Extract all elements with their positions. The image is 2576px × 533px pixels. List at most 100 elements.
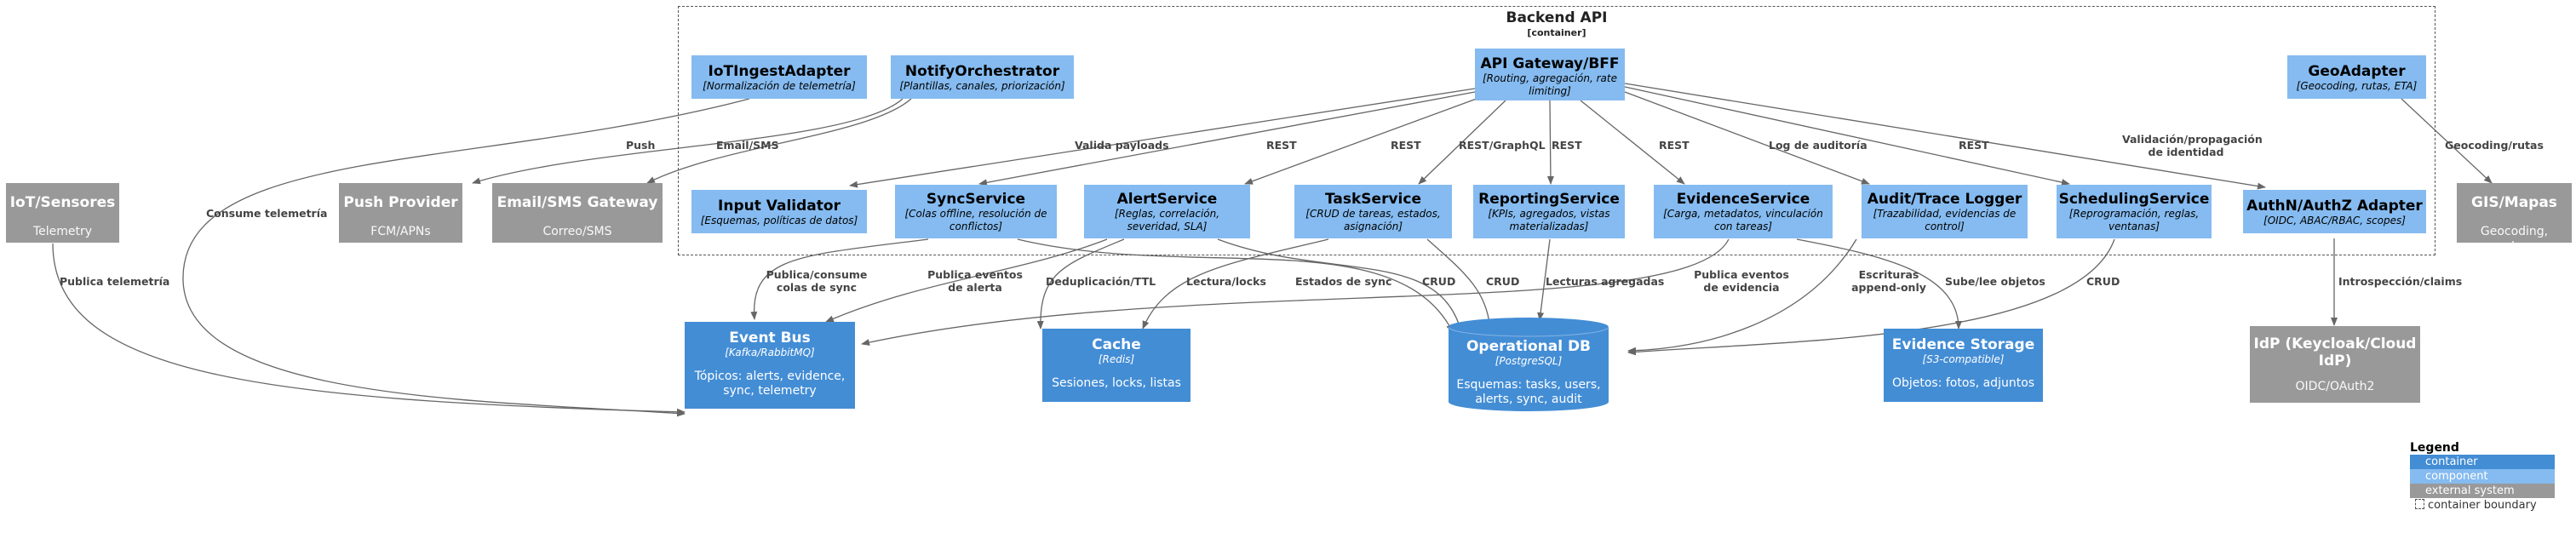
evidence-storage-node[interactable]: Evidence Storage [S3-compatible] Objetos… [1884,329,2043,402]
edge-label: Publica telemetría [60,275,170,288]
node-title: TaskService [1325,191,1421,208]
node-tech: [Redis] [1098,353,1135,365]
edge-notify-push [472,98,904,185]
edge-iot-eventbus [52,243,686,416]
node-title: GIS/Mapas [2471,194,2557,211]
edge-iotingest-eventbus [182,98,750,417]
node-tech: [Routing, agregación, rate limiting] [1483,72,1617,97]
edge-label: REST [1266,139,1297,152]
edge-label: Lecturas agregadas [1546,275,1665,288]
edge-label: Geocoding/rutas [2445,139,2544,152]
edge-label: REST [1659,139,1690,152]
backend-api-boundary: Backend API [container] [678,6,2435,255]
edge-label: Lectura/locks [1186,275,1266,288]
node-title: Evidence Storage [1891,336,2035,353]
edge-label: Sube/lee objetos [1945,275,2045,288]
edge-task-opdb [1426,238,1493,330]
legend-title: Legend [2410,441,2459,455]
cache-node[interactable]: Cache [Redis] Sesiones, locks, listas [1042,329,1190,402]
push-provider-node[interactable]: Push Provider FCM/APNs [339,183,462,243]
node-desc: Geocoding, rutas [2480,225,2549,253]
node-tech: [Kafka/RabbitMQ] [725,347,815,358]
node-desc: Sesiones, locks, listas [1052,376,1181,390]
node-tech: [Plantillas, canales, priorización] [899,80,1065,92]
scheduling-service-node[interactable]: SchedulingService [Reprogramación, regla… [2057,185,2212,238]
edge-alert-cache [1036,238,1125,330]
node-desc: Telemetry [32,225,93,238]
reporting-service-node[interactable]: ReportingService [KPIs, agregados, vista… [1473,185,1625,238]
api-gateway-node[interactable]: API Gateway/BFF [Routing, agregación, ra… [1475,49,1625,100]
edge-gw-sync [978,91,1476,186]
edge-label: Estados de sync [1295,275,1392,288]
node-title: Operational DB [1466,338,1592,355]
operational-db-node[interactable]: Operational DB [PostgreSQL] Esquemas: ta… [1448,317,1609,412]
edge-gw-scheduling [1624,86,2070,186]
sync-service-node[interactable]: SyncService [Colas offline, resolución d… [895,185,1057,238]
audit-trace-logger-node[interactable]: Audit/Trace Logger [Trazabilidad, eviden… [1862,185,2028,238]
iot-ingest-adapter-node[interactable]: IoTIngestAdapter [Normalización de telem… [691,55,867,99]
node-title: SyncService [926,191,1026,208]
node-title: SchedulingService [2058,191,2210,208]
node-title: Cache [1092,336,1141,353]
node-tech: [OIDC, ABAC/RBAC, scopes] [2263,215,2406,226]
event-bus-node[interactable]: Event Bus [Kafka/RabbitMQ] Tópicos: aler… [685,322,855,409]
alert-service-node[interactable]: AlertService [Reglas, correlación, sever… [1084,185,1250,238]
gis-mapas-node[interactable]: GIS/Mapas Geocoding, rutas [2457,183,2572,253]
node-title: Event Bus [729,330,811,347]
database-cylinder-icon [1448,318,1609,411]
edge-audit-opdb [1627,238,1857,354]
node-tech: [PostgreSQL] [1495,355,1563,367]
node-title: Input Validator [718,198,840,215]
edge-label: Email/SMS [716,139,779,152]
legend-item-container: container [2410,455,2555,469]
geo-adapter-node[interactable]: GeoAdapter [Geocoding, rutas, ETA] [2287,55,2426,99]
edge-geo-gis [2401,98,2493,184]
node-title: IoTIngestAdapter [708,63,851,80]
node-tech: [Geocoding, rutas, ETA] [2296,80,2418,92]
node-title: Email/SMS Gateway [496,194,658,211]
edge-label: Log de auditoría [1769,139,1867,152]
edge-evidence-eventbus [861,238,1730,347]
edge-label: Escrituras append-only [1851,268,1926,294]
edge-label: REST [1552,139,1582,152]
authn-authz-adapter-node[interactable]: AuthN/AuthZ Adapter [OIDC, ABAC/RBAC, sc… [2243,190,2426,233]
node-title: API Gateway/BFF [1480,55,1620,72]
legend-item-external: external system [2410,484,2555,498]
email-sms-gateway-node[interactable]: Email/SMS Gateway Correo/SMS [492,183,663,243]
node-title: IdP (Keycloak/Cloud IdP) [2253,335,2417,370]
iot-sensors-node[interactable]: IoT/Sensores Telemetry [6,183,119,243]
node-title: EvidenceService [1676,191,1810,208]
node-title: NotifyOrchestrator [904,63,1060,80]
edge-alert-eventbus [825,238,1108,323]
notify-orchestrator-node[interactable]: NotifyOrchestrator [Plantillas, canales,… [891,55,1074,99]
edge-task-cache [1142,238,1329,330]
edge-sync-eventbus [750,238,929,320]
edge-notify-email [646,98,912,184]
legend-boundary-label: container boundary [2428,499,2537,512]
node-title: GeoAdapter [2308,63,2406,80]
node-tech: [Normalización de telemetría] [703,80,856,92]
task-service-node[interactable]: TaskService [CRUD de tareas, estados, as… [1294,185,1452,238]
node-tech: [Colas offline, resolución de conflictos… [904,208,1047,232]
node-tech: [Reprogramación, reglas, ventanas] [2068,208,2200,232]
edge-gw-authn [1624,83,2266,190]
edge-label: Push [626,139,656,152]
edge-gw-task [1418,100,1506,185]
edge-gw-reporting [1546,100,1554,185]
legend: Legend container component external syst… [2410,441,2555,512]
edge-alert-opdb [1217,238,1463,333]
edge-label: REST [1391,139,1421,152]
edge-gw-alert [1244,95,1484,185]
node-title: Audit/Trace Logger [1867,191,2022,208]
idp-node[interactable]: IdP (Keycloak/Cloud IdP) OIDC/OAuth2 [2250,326,2420,403]
node-tech: [Trazabilidad, evidencias de control] [1873,208,2017,232]
evidence-service-node[interactable]: EvidenceService [Carga, metadatos, vincu… [1654,185,1833,238]
edge-label: REST/GraphQL [1459,139,1546,152]
edge-gw-evidence [1580,100,1685,185]
node-tech: [KPIs, agregados, vistas materializadas] [1488,208,1610,232]
node-tech: [S3-compatible] [1922,353,2005,365]
edge-label: CRUD [1486,275,1520,288]
input-validator-node[interactable]: Input Validator [Esquemas, políticas de … [691,190,867,233]
edge-label: Consume telemetría [206,207,328,220]
